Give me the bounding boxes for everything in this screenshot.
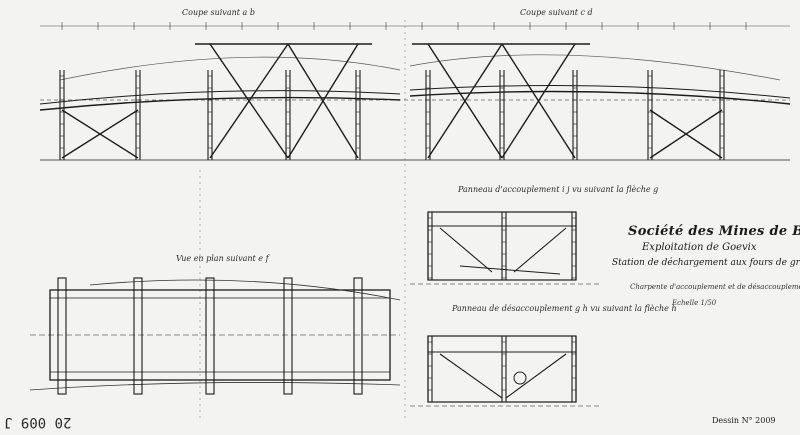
- curved-guide: [59, 56, 401, 81]
- scale-label: Echelle 1/50: [672, 299, 717, 307]
- cross-brace: [427, 43, 503, 159]
- cross-brace: [501, 43, 576, 159]
- plan-view-label: Vue en plan suivant e f: [176, 254, 269, 263]
- company-title: Société des Mines de Bouaria: [628, 224, 800, 239]
- panel-diagonal: [439, 227, 493, 273]
- plan-column: [133, 277, 143, 395]
- exploitation-title: Exploitation de Goevix: [642, 242, 757, 253]
- section-cd-label: Coupe suivant c d: [520, 8, 593, 17]
- drawing-number: Dessin N° 2009: [712, 416, 776, 425]
- cross-brace: [209, 43, 289, 159]
- rail-beam: [409, 85, 791, 99]
- plan-column: [353, 277, 363, 395]
- wheel-detail: [513, 371, 527, 385]
- archive-stamp: 20 009 J: [4, 414, 72, 430]
- uncoupling-panel-label: Panneau de désaccouplement g h vu suivan…: [452, 304, 677, 313]
- panel-diagonal: [439, 353, 503, 399]
- cross-brace: [649, 109, 723, 159]
- plan-column: [205, 277, 215, 395]
- subtitle: Charpente d'accouplement et de désaccoup…: [630, 283, 800, 291]
- rail-beam: [39, 90, 401, 105]
- plan-curve: [29, 382, 401, 391]
- section-ab-label: Coupe suivant a b: [182, 8, 255, 17]
- cross-brace: [287, 43, 359, 159]
- panel-diagonal: [513, 227, 567, 273]
- plan-curve: [89, 279, 401, 301]
- panel-rail: [459, 265, 561, 275]
- station-title: Station de déchargement aux fours de gri…: [612, 258, 800, 268]
- coupling-panel-label: Panneau d'accouplement i j vu suivant la…: [458, 185, 659, 194]
- cross-brace: [61, 109, 139, 159]
- curved-guide: [409, 54, 781, 81]
- plan-column: [283, 277, 293, 395]
- plan-column: [57, 277, 67, 395]
- rail-beam: [39, 96, 401, 111]
- panel-diagonal: [505, 353, 567, 399]
